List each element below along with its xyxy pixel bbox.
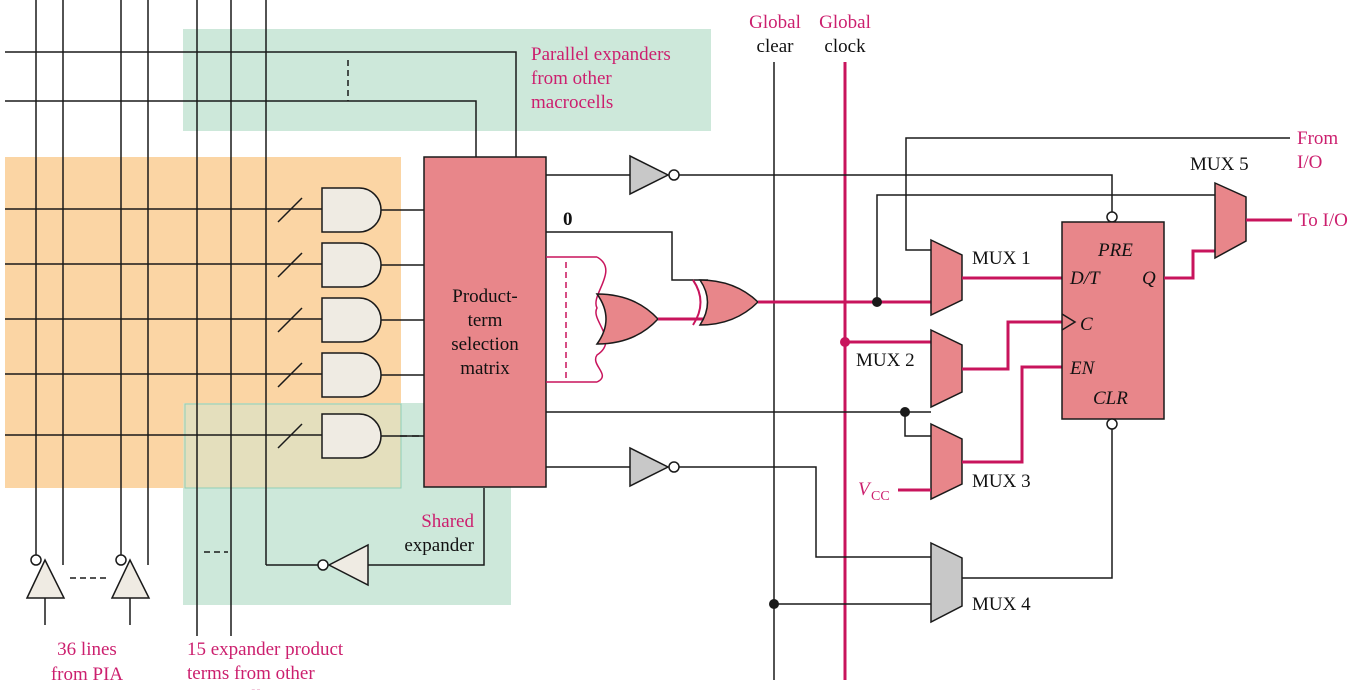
mux1-label: MUX 1 (972, 248, 1031, 269)
parallel-expander-lines (5, 51, 517, 157)
to-io-label: To I/O (1298, 210, 1348, 231)
pia-buffer-left (25, 558, 66, 599)
expander-terms-label-1: 15 expander product (187, 639, 344, 660)
clr-bubble (1106, 418, 1118, 430)
vcc-label: V (858, 479, 872, 500)
ff-en: EN (1069, 358, 1096, 379)
clr-to-mux4 (962, 429, 1113, 579)
global-clear-label-2: clear (757, 36, 795, 57)
mux1 (930, 238, 963, 317)
shared-expander-label-1: Shared (421, 511, 474, 532)
overlap-outline (184, 403, 402, 489)
mux3 (930, 422, 963, 501)
mux4 (930, 541, 963, 624)
and-gate-1 (321, 187, 382, 233)
matrix-label-4: matrix (460, 358, 510, 379)
pia-lines-label-1: 36 lines (57, 639, 117, 660)
pia-buffers (25, 554, 151, 625)
parallel-expander-region (183, 29, 711, 131)
and-gate-5 (321, 413, 382, 459)
matrix-label-2: term (468, 310, 503, 331)
xor-to-mux5 (876, 194, 1215, 302)
shared-expander-label-2: expander (404, 535, 474, 556)
and-gates (321, 187, 382, 459)
and-output-wires (381, 209, 424, 376)
pia-lines-label-2: from PIA (51, 664, 124, 685)
shared-inverter-bubble (317, 559, 329, 571)
zero-label: 0 (563, 209, 573, 230)
product-term-matrix (423, 156, 547, 488)
ff-clr: CLR (1093, 388, 1128, 409)
shared-expander-return (368, 488, 485, 566)
bus-slashes (277, 197, 303, 449)
mux2-label: MUX 2 (856, 350, 915, 371)
global-clock-label-2: clock (824, 36, 866, 57)
from-io-label-1: From (1297, 128, 1338, 149)
xor-gate (698, 279, 760, 326)
pia-input-lines (35, 0, 149, 565)
pre-bubble (1106, 211, 1118, 223)
matrix-label-1: Product- (452, 286, 517, 307)
matrix-to-mux3 (904, 412, 931, 437)
ff-c: C (1080, 314, 1093, 335)
mux2 (930, 328, 963, 409)
and-gate-2 (321, 242, 382, 288)
expander-terms-label-2: terms from other (187, 663, 315, 684)
top-inverter-to-pre (679, 174, 1113, 212)
global-clear-label-1: Global (749, 12, 801, 33)
and-input-rows (5, 208, 322, 436)
flip-flop (1061, 221, 1165, 420)
zero-input-wire (546, 231, 708, 281)
matrix-label-3: selection (451, 334, 519, 355)
top-inverter (629, 154, 670, 196)
expander-terms-label-3: macrocells (187, 687, 269, 690)
ff-pre: PRE (1097, 240, 1133, 261)
mux3-to-en (962, 365, 1062, 464)
bottom-inverter (629, 446, 670, 488)
shared-expander-inverter (327, 543, 369, 587)
or-gate (595, 293, 660, 345)
parallel-expanders-line1: Parallel expanders (531, 44, 671, 65)
clock-triangle (1061, 313, 1077, 331)
junction-clock (840, 337, 850, 347)
mux3-label: MUX 3 (972, 471, 1031, 492)
parallel-expanders-line2: from other (531, 68, 612, 89)
ff-q: Q (1142, 268, 1156, 289)
expander-term-lines (196, 0, 267, 636)
xor-back-arc (692, 279, 702, 326)
bottom-inverter-to-mux4 (679, 466, 931, 558)
mux2-to-c (962, 320, 1062, 371)
q-to-mux5 (1164, 249, 1215, 280)
or-bracket (546, 256, 607, 383)
mux5 (1214, 181, 1247, 260)
ff-dt: D/T (1069, 268, 1101, 289)
global-clock-label-1: Global (819, 12, 871, 33)
mux4-label: MUX 4 (972, 594, 1031, 615)
bottom-inverter-bubble (668, 461, 680, 473)
from-io-line (905, 137, 1290, 251)
junction-clear (769, 599, 779, 609)
from-io-label-2: I/O (1297, 152, 1322, 173)
mux5-label: MUX 5 (1190, 154, 1249, 175)
and-gate-3 (321, 297, 382, 343)
pia-buffer-right (110, 558, 151, 599)
vcc-subscript: CC (871, 489, 890, 504)
top-inverter-bubble (668, 169, 680, 181)
and-gate-4 (321, 352, 382, 398)
parallel-expanders-line3: macrocells (531, 92, 613, 113)
